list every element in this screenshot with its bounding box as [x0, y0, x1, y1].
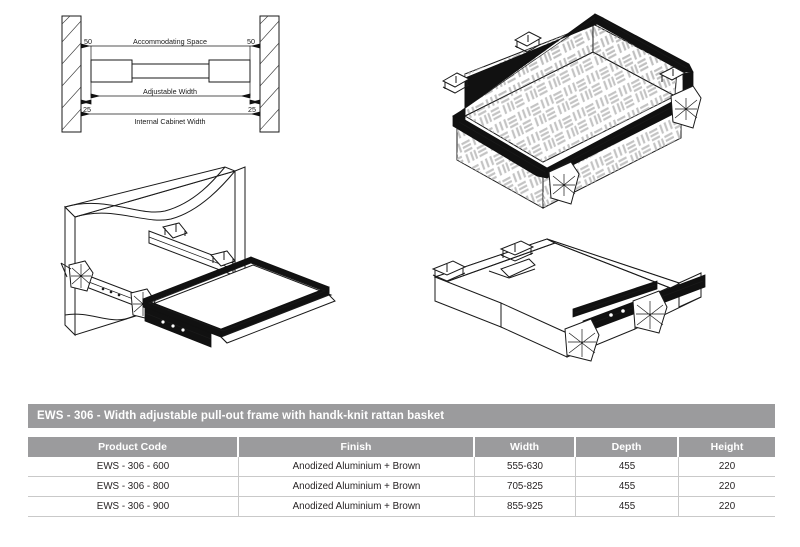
column-header-height: Height — [679, 437, 775, 457]
cell-finish: Anodized Aluminium + Brown — [239, 477, 475, 497]
frame-corner-brackets — [564, 290, 668, 362]
column-header-product-code: Product Code — [28, 437, 239, 457]
basket-interior — [463, 23, 678, 163]
table-row: EWS - 306 - 900 Anodized Aluminium + Bro… — [28, 497, 775, 517]
cell-product-code: EWS - 306 - 900 — [28, 497, 239, 517]
back-slide-rail — [148, 222, 236, 276]
pullout-frame-isometric — [405, 225, 715, 362]
cell-finish: Anodized Aluminium + Brown — [239, 457, 475, 477]
rattan-basket-isometric — [425, 12, 715, 209]
frame-rear-rail — [572, 280, 658, 318]
gap-bottom-right-value: 25 — [248, 105, 256, 114]
adjustable-width-dimension: Adjustable Width — [90, 82, 251, 99]
adjustable-frame-bar — [90, 59, 251, 83]
specification-table-block: EWS - 306 - Width adjustable pull-out fr… — [28, 404, 775, 517]
cabinet-width-schematic: 50 50 Accommodating Space Adjustable — [58, 12, 283, 138]
table-row: EWS - 306 - 800 Anodized Aluminium + Bro… — [28, 477, 775, 497]
internal-cabinet-width-label: Internal Cabinet Width — [134, 117, 205, 126]
product-title-bar: EWS - 306 - Width adjustable pull-out fr… — [28, 404, 775, 428]
cell-width: 555-630 — [475, 457, 576, 477]
accommodating-space-dimension: 50 50 Accommodating Space — [80, 37, 261, 60]
frame-left-side — [434, 276, 568, 358]
left-cabinet-wall — [61, 15, 82, 133]
basket-mounting-clips — [441, 31, 687, 94]
accommodating-space-label: Accommodating Space — [133, 37, 207, 46]
technical-drawings-area: 50 50 Accommodating Space Adjustable — [45, 12, 715, 362]
internal-cabinet-width-dimension: Internal Cabinet Width — [80, 111, 261, 126]
cell-height: 220 — [679, 497, 775, 517]
cell-depth: 455 — [576, 497, 679, 517]
column-header-width: Width — [475, 437, 576, 457]
right-cabinet-wall — [259, 15, 280, 133]
cell-depth: 455 — [576, 457, 679, 477]
adjustable-width-label: Adjustable Width — [143, 87, 197, 96]
table-row: EWS - 306 - 600 Anodized Aluminium + Bro… — [28, 457, 775, 477]
gap-top-left-value: 50 — [84, 37, 92, 46]
basket-rim-frame — [452, 13, 694, 179]
gap-top-right-value: 50 — [247, 37, 255, 46]
cell-width: 705-825 — [475, 477, 576, 497]
cell-height: 220 — [679, 477, 775, 497]
gap-bottom-left-value: 25 — [83, 105, 91, 114]
basket-corner-brackets — [548, 85, 702, 205]
cell-product-code: EWS - 306 - 600 — [28, 457, 239, 477]
cell-width: 855-925 — [475, 497, 576, 517]
column-header-finish: Finish — [239, 437, 475, 457]
cabinet-with-pullout-frame-isometric — [45, 165, 345, 348]
extended-pullout-frame — [142, 256, 336, 344]
lower-extension-rail — [144, 306, 212, 348]
cell-height: 220 — [679, 457, 775, 477]
cell-finish: Anodized Aluminium + Brown — [239, 497, 475, 517]
specification-table: Product Code Finish Width Depth Height E… — [28, 437, 775, 517]
table-header-row: Product Code Finish Width Depth Height — [28, 437, 775, 457]
side-clearance-dimensions: 25 25 — [80, 99, 261, 114]
column-header-depth: Depth — [576, 437, 679, 457]
frame-mounting-clips — [431, 240, 535, 282]
cell-product-code: EWS - 306 - 800 — [28, 477, 239, 497]
cell-depth: 455 — [576, 477, 679, 497]
